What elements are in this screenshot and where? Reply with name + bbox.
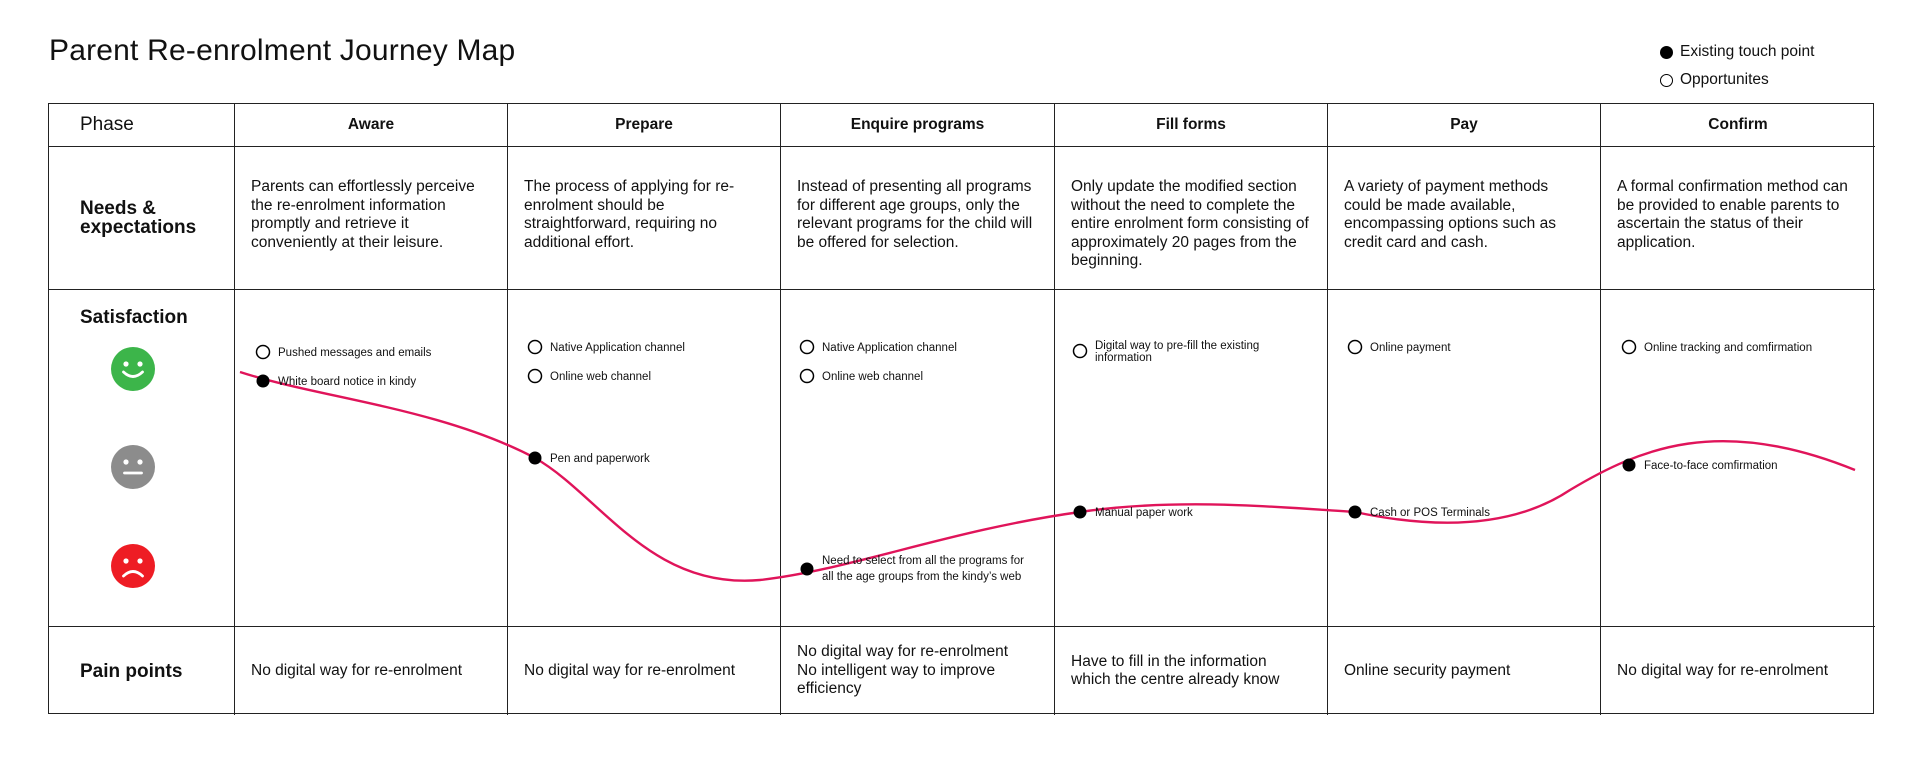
touchpoint-label: Native Application channel [550, 342, 685, 354]
touchpoint-label: Cash or POS Terminals [1370, 507, 1490, 519]
page-title: Parent Re-enrolment Journey Map [49, 34, 516, 67]
touchpoint-opportunity[interactable]: Online tracking and comfirmation [1621, 339, 1813, 355]
phase-header-confirm: Confirm [1601, 104, 1875, 147]
touchpoint-label: Need to select from all the programs for [822, 555, 1024, 567]
needs-aware: Parents can effortlessly perceive the re… [235, 147, 508, 290]
touchpoint-existing[interactable]: Pen and paperwork [528, 451, 650, 466]
satisfaction-aware [235, 290, 508, 627]
needs-confirm: A formal confirmation method can be prov… [1601, 147, 1875, 290]
pain-line: which the centre already know [1071, 671, 1280, 688]
legend-existing-label: Existing touch point [1680, 43, 1815, 60]
pain-aware: No digital way for re-enrolment [235, 627, 508, 715]
pain-line: Online security payment [1344, 661, 1511, 679]
phase-header-fill-forms: Fill forms [1055, 104, 1328, 147]
touchpoint-label: Online payment [1370, 342, 1451, 354]
neutral-face-icon [111, 445, 155, 489]
satisfaction-row-label-cell: Satisfaction [49, 290, 235, 627]
pain-confirm: No digital way for re-enrolment [1601, 627, 1875, 715]
touchpoint-opportunity[interactable]: Online payment [1347, 339, 1452, 355]
touchpoint-label: Online tracking and comfirmation [1644, 342, 1812, 354]
needs-row-label: Needs & expectations [49, 147, 235, 290]
touchpoint-label: Online web channel [822, 371, 923, 383]
touchpoint-existing[interactable]: Manual paper work [1073, 505, 1194, 520]
pain-line: Have to fill in the information [1071, 652, 1267, 670]
journey-map-table: Phase Aware Prepare Enquire programs Fil… [48, 103, 1875, 715]
pain-line: efficiency [797, 680, 862, 698]
phase-row-label: Phase [49, 104, 235, 147]
phase-header-aware: Aware [235, 104, 508, 147]
touchpoint-opportunity[interactable]: Online web channel [799, 368, 924, 384]
needs-prepare: The process of applying for re-enrolment… [508, 147, 781, 290]
needs-pay: A variety of payment methods could be ma… [1328, 147, 1601, 290]
touchpoint-label: White board notice in kindy [278, 376, 416, 388]
legend-opportunities-label: Opportunites [1680, 71, 1769, 88]
touchpoint-label: Face-to-face comfirmation [1644, 460, 1778, 472]
happy-face-icon [111, 347, 155, 391]
pain-pay: Online security payment [1328, 627, 1601, 715]
touchpoint-opportunity[interactable]: Native Application channel [799, 339, 957, 355]
touchpoint-label: Pushed messages and emails [278, 347, 432, 359]
needs-label-line1: Needs & [80, 198, 157, 219]
legend: Existing touch point Opportunites [1660, 38, 1814, 94]
satisfaction-confirm [1601, 290, 1875, 627]
pain-line: No digital way for re-enrolment [1617, 661, 1829, 679]
touchpoint-opportunity[interactable]: Pushed messages and emails [255, 344, 432, 360]
pain-enquire-programs: No digital way for re-enrolment No intel… [781, 627, 1055, 715]
needs-fill-forms: Only update the modified section without… [1055, 147, 1328, 290]
touchpoint-label: Native Application channel [822, 342, 957, 354]
touchpoint-opportunity[interactable]: Native Application channel [527, 339, 685, 355]
legend-opportunities: Opportunites [1660, 66, 1814, 94]
needs-enquire-programs: Instead of presenting all programs for d… [781, 147, 1055, 290]
touchpoint-label: Manual paper work [1095, 507, 1193, 519]
needs-label-line2: expectations [80, 217, 197, 238]
touchpoint-opportunity[interactable]: Online web channel [527, 368, 652, 384]
hollow-circle-icon [1660, 73, 1673, 87]
sad-face-icon [111, 544, 155, 588]
satisfaction-pay [1328, 290, 1601, 627]
touchpoint-label: Online web channel [550, 371, 651, 383]
pain-line: No digital way for re-enrolment [797, 643, 1009, 661]
touchpoint-existing[interactable]: Need to select from all the programs for… [800, 555, 1025, 583]
touchpoint-label: information [1095, 352, 1152, 364]
pain-line: No digital way for re-enrolment [524, 661, 736, 679]
phase-header-prepare: Prepare [508, 104, 781, 147]
legend-existing: Existing touch point [1660, 38, 1814, 66]
pain-line: No digital way for re-enrolment [251, 661, 463, 679]
pain-row-label: Pain points [49, 627, 235, 715]
phase-header-pay: Pay [1328, 104, 1601, 147]
touchpoint-existing[interactable]: White board notice in kindy [256, 374, 417, 389]
pain-fill-forms: Have to fill in the information which th… [1055, 627, 1328, 715]
touchpoint-existing[interactable]: Cash or POS Terminals [1348, 505, 1491, 520]
satisfaction-label: Satisfaction [80, 307, 188, 328]
pain-line: No intelligent way to improve [797, 661, 996, 679]
touchpoint-existing[interactable]: Face-to-face comfirmation [1622, 458, 1778, 473]
touchpoint-opportunity[interactable]: Digital way to pre-fill the existing inf… [1072, 340, 1260, 364]
phase-header-enquire-programs: Enquire programs [781, 104, 1055, 147]
pain-prepare: No digital way for re-enrolment [508, 627, 781, 715]
touchpoint-label: Pen and paperwork [550, 453, 650, 465]
touchpoint-label: all the age groups from the kindy’s web [822, 571, 1021, 583]
touchpoint-label: Digital way to pre-fill the existing [1095, 340, 1259, 352]
filled-circle-icon [1660, 45, 1673, 59]
